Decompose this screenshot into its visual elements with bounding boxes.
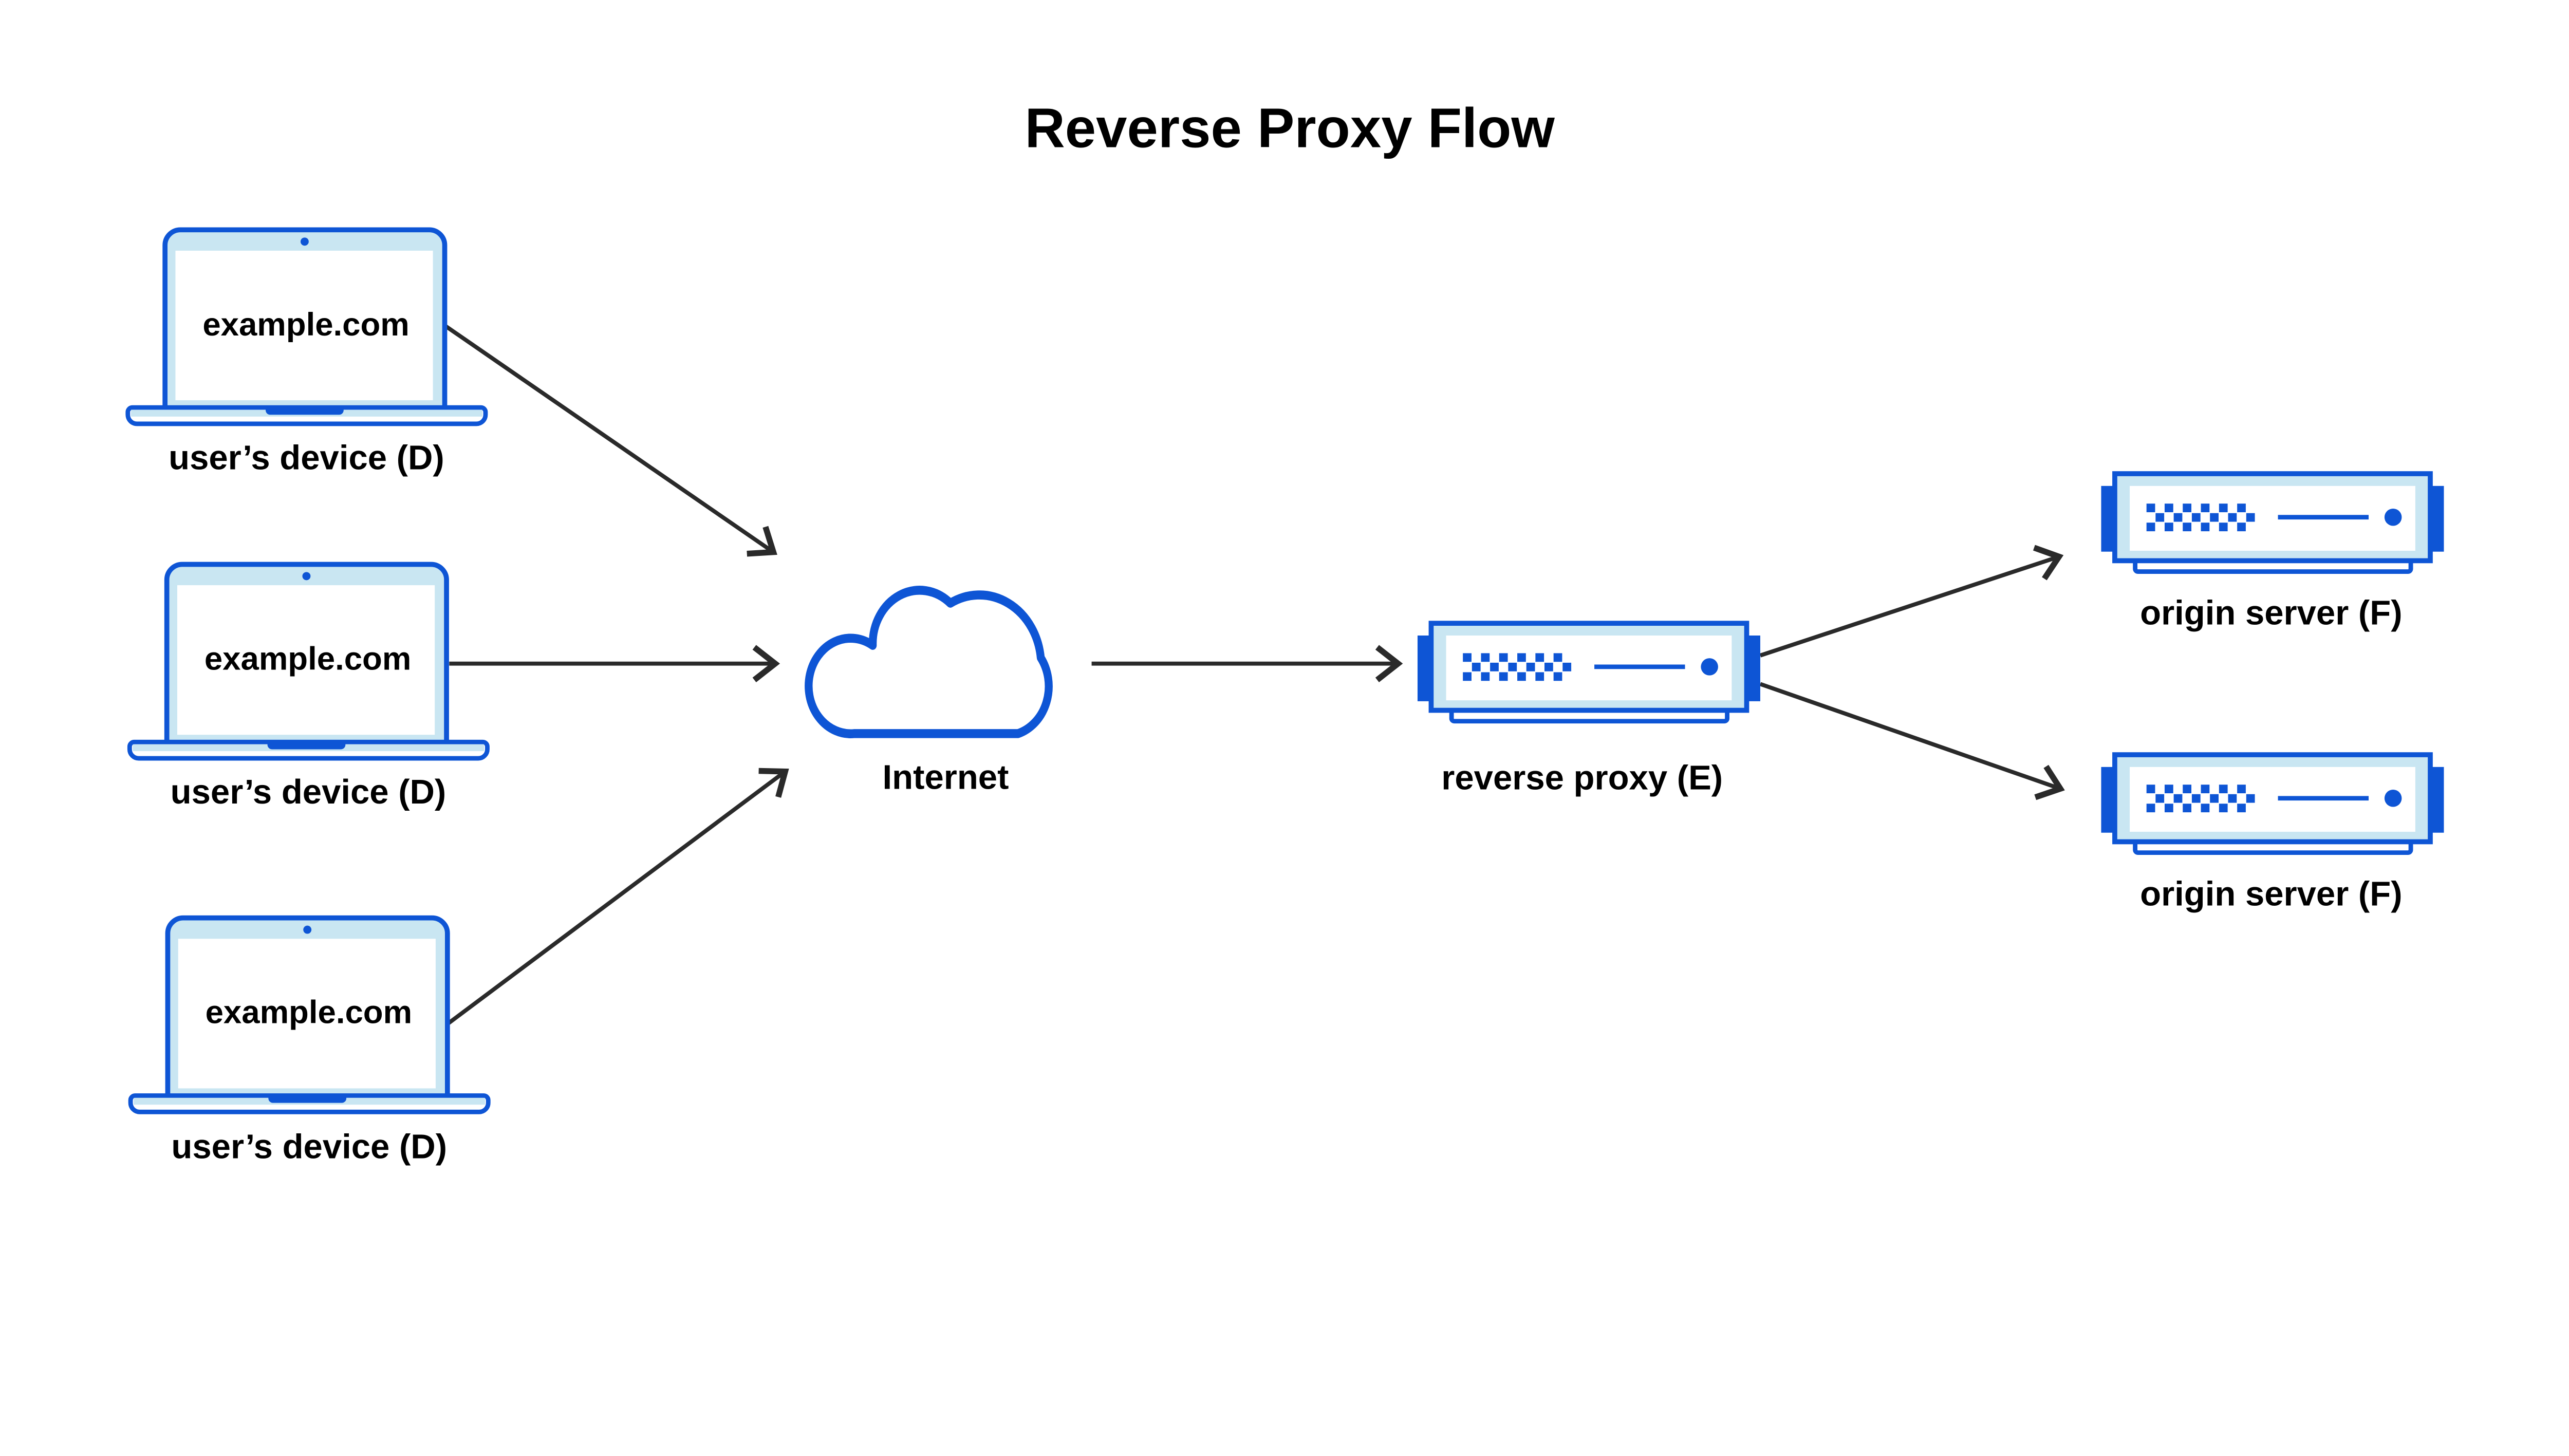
origin-server-label: origin server (F) — [2140, 874, 2402, 913]
node-user-device-1: example.com user’s device (D) — [128, 230, 486, 477]
server-icon — [2101, 474, 2444, 572]
origin-server-label: origin server (F) — [2140, 593, 2402, 632]
device-label: user’s device (D) — [171, 1128, 447, 1166]
connection-arrows — [442, 323, 2065, 1027]
cloud-icon — [805, 586, 1053, 738]
reverse-proxy-flow-diagram: Reverse Proxy Flow example.com user’s de… — [125, 97, 2447, 1166]
arrow-proxy-to-origin2 — [1759, 682, 2065, 800]
arrow-device3-to-internet — [444, 768, 789, 1027]
arrow-proxy-to-origin1 — [1759, 545, 2064, 658]
server-icon — [2101, 755, 2444, 853]
arrow-device1-to-internet — [442, 323, 777, 557]
device-screen-url: example.com — [206, 994, 412, 1031]
diagram-canvas: Reverse Proxy Flow example.com user’s de… — [125, 97, 2447, 1166]
node-origin-server-1: origin server (F) — [2101, 474, 2444, 632]
server-icon — [1418, 623, 1760, 721]
diagram-title: Reverse Proxy Flow — [1025, 97, 1555, 159]
reverse-proxy-label: reverse proxy (E) — [1441, 759, 1723, 797]
device-screen-url: example.com — [204, 640, 411, 677]
device-label: user’s device (D) — [171, 773, 446, 811]
device-screen-url: example.com — [202, 306, 409, 343]
node-user-device-2: example.com user’s device (D) — [129, 564, 487, 811]
node-user-device-3: example.com user’s device (D) — [131, 918, 488, 1166]
node-reverse-proxy: reverse proxy (E) — [1418, 623, 1760, 797]
device-label: user’s device (D) — [169, 439, 444, 477]
node-origin-server-2: origin server (F) — [2101, 755, 2444, 913]
internet-label: Internet — [883, 758, 1009, 797]
node-internet: Internet — [805, 586, 1053, 797]
